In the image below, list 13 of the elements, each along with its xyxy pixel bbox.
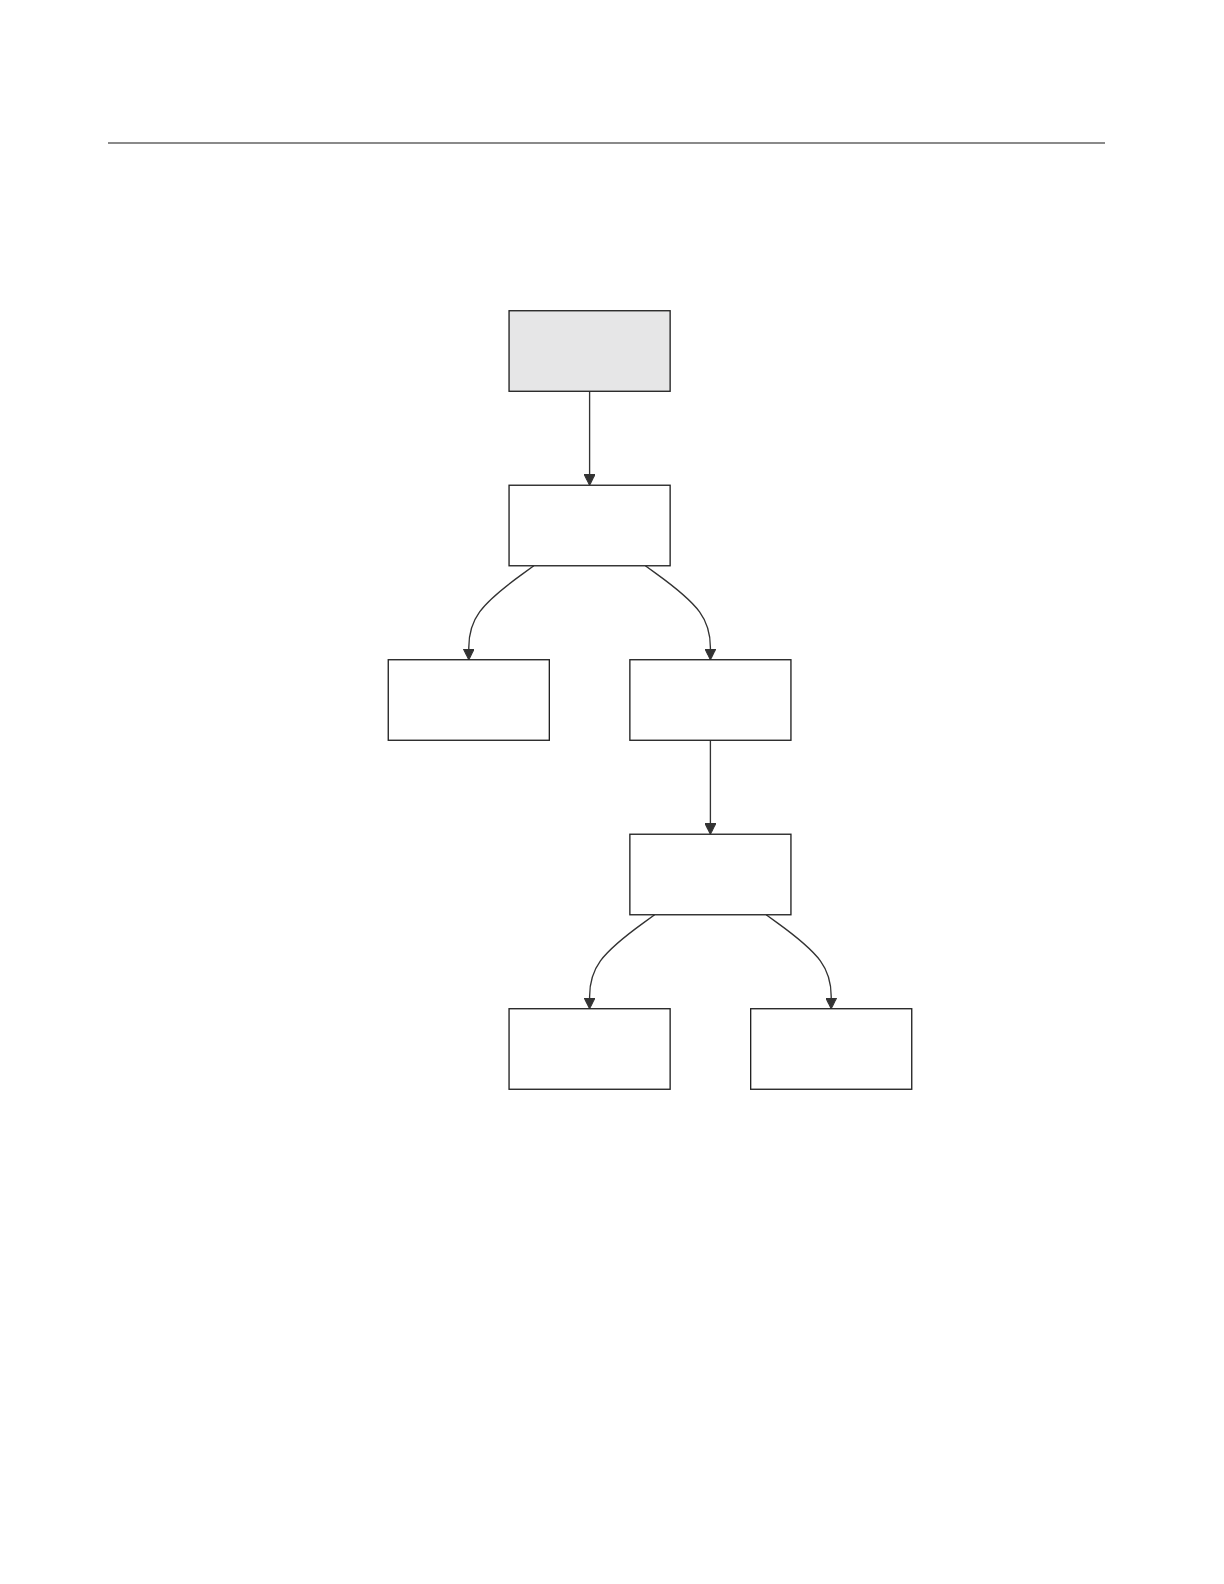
arrow xyxy=(583,390,596,486)
arrow xyxy=(644,565,717,661)
node-box xyxy=(387,659,550,741)
arrow xyxy=(583,914,656,1010)
arrow xyxy=(462,565,535,661)
node-box xyxy=(629,833,792,916)
node-box xyxy=(629,659,792,741)
arrow xyxy=(765,914,838,1010)
node-box xyxy=(508,484,671,567)
arrow xyxy=(704,739,717,835)
node-box xyxy=(750,1008,913,1090)
node-box xyxy=(508,310,671,392)
node-box xyxy=(508,1008,671,1090)
